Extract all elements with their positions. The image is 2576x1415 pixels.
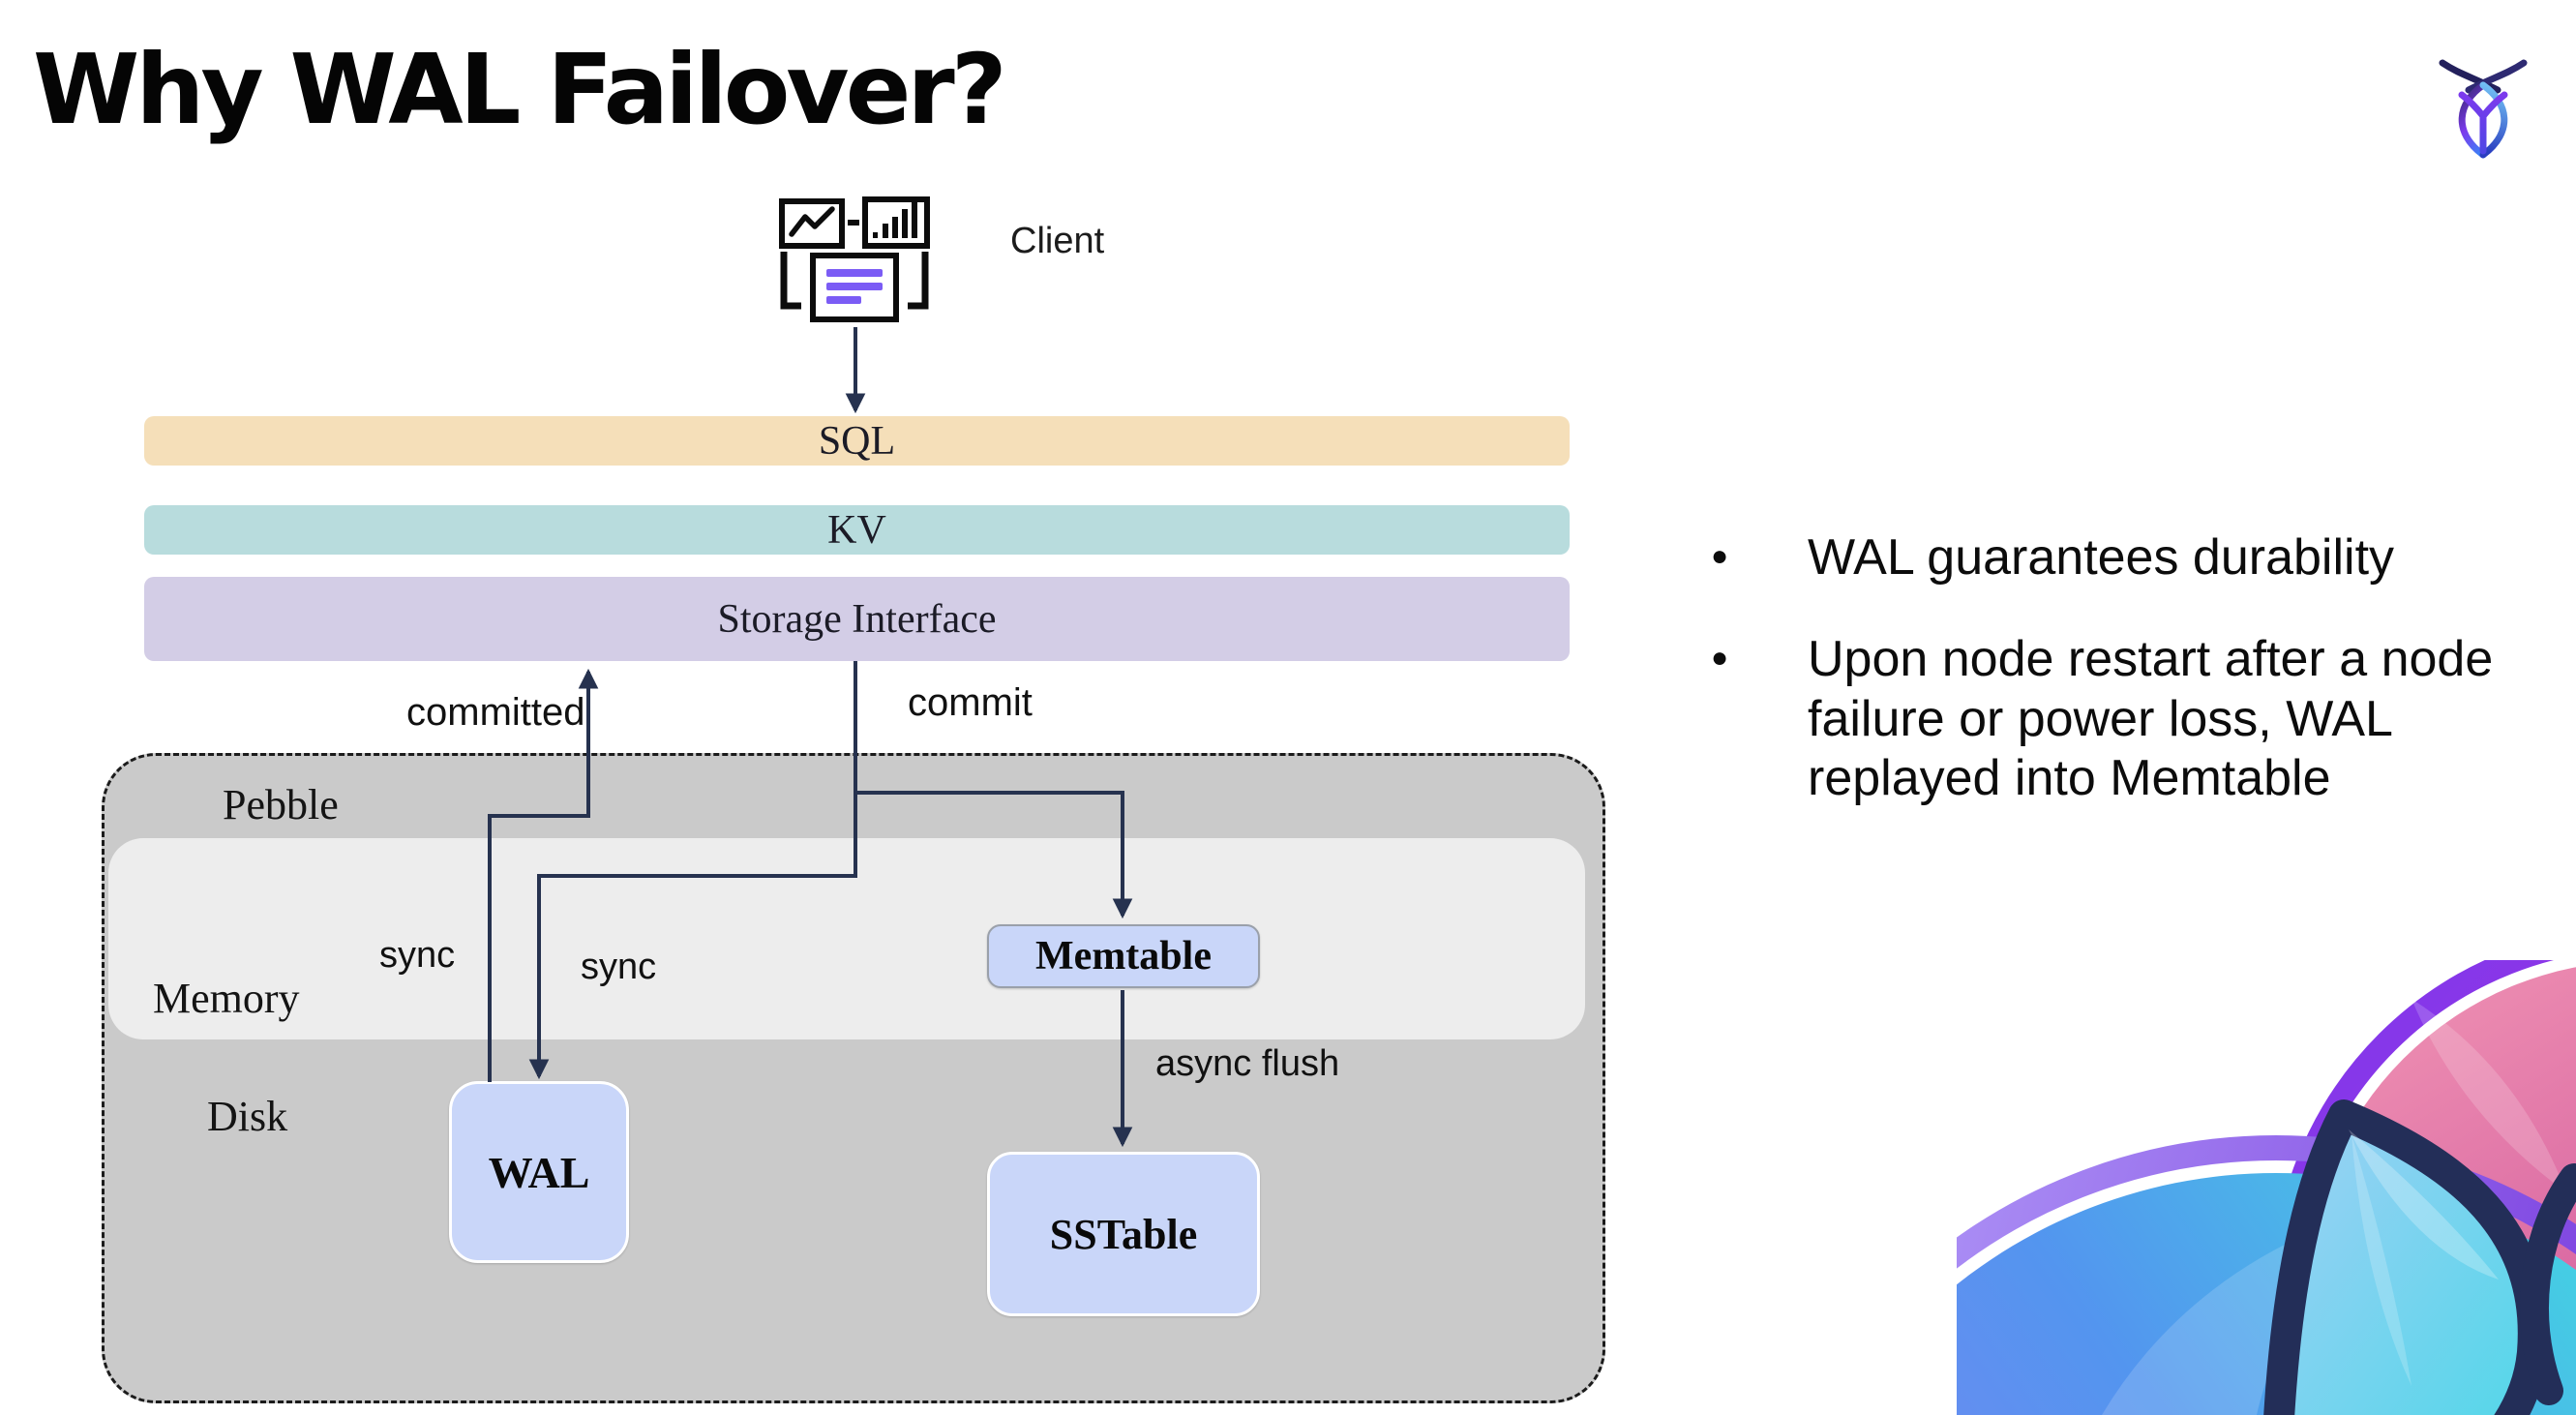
cockroachdb-logo-icon [2439,59,2528,159]
bullet-text: WAL guarantees durability [1808,529,2395,586]
edge-label-commit: commit [908,681,1033,724]
brand-watermark [1957,960,2576,1415]
layer-bar-sql: SQL [144,416,1570,466]
bullet-dot: ● [1711,540,1729,572]
bullet-list: ● WAL guarantees durability ● Upon node … [1711,528,2530,851]
edge-label-sync-left: sync [379,935,456,976]
client-label: Client [1010,221,1105,261]
layer-kv-label: KV [827,507,886,553]
line-chart-window-icon [779,198,845,249]
layer-storage-label: Storage Interface [717,596,997,642]
document-window-icon [780,252,929,322]
layer-bar-storage-interface: Storage Interface [144,577,1570,661]
bullet-item: ● WAL guarantees durability [1711,528,2530,587]
leaf-outline-arc [2520,1163,2576,1405]
bullet-dot: ● [1711,642,1729,675]
page-title: Why WAL Failover? [33,33,1007,146]
bullet-text: Upon node restart after a node failure o… [1808,631,2494,807]
edge-label-sync-right: sync [581,947,657,987]
sstable-label: SSTable [1049,1210,1198,1258]
memory-region [108,838,1585,1039]
memtable-node: Memtable [987,924,1260,988]
bar-chart-window-icon [862,196,930,249]
pebble-label: Pebble [223,781,339,828]
edge-label-committed: committed [406,691,585,734]
leaf-vein-highlight [2351,1134,2411,1386]
memory-label: Memory [153,975,300,1022]
bullet-item: ● Upon node restart after a node failure… [1711,630,2530,808]
memtable-label: Memtable [1035,934,1212,978]
violet-ring-shape [1957,1135,2576,1269]
layer-sql-label: SQL [818,418,896,464]
wal-node: WAL [449,1081,629,1263]
sstable-node: SSTable [987,1152,1260,1316]
disk-label: Disk [207,1093,288,1140]
pink-petal-highlight [2411,999,2566,1192]
leaf-vein-highlight [2349,1129,2499,1280]
layer-bar-kv: KV [144,505,1570,555]
leaf-shape [2263,1099,2549,1415]
wal-label: WAL [488,1147,590,1197]
client-workstation-icon [779,196,930,322]
edge-label-async-flush: async flush [1155,1043,1340,1084]
